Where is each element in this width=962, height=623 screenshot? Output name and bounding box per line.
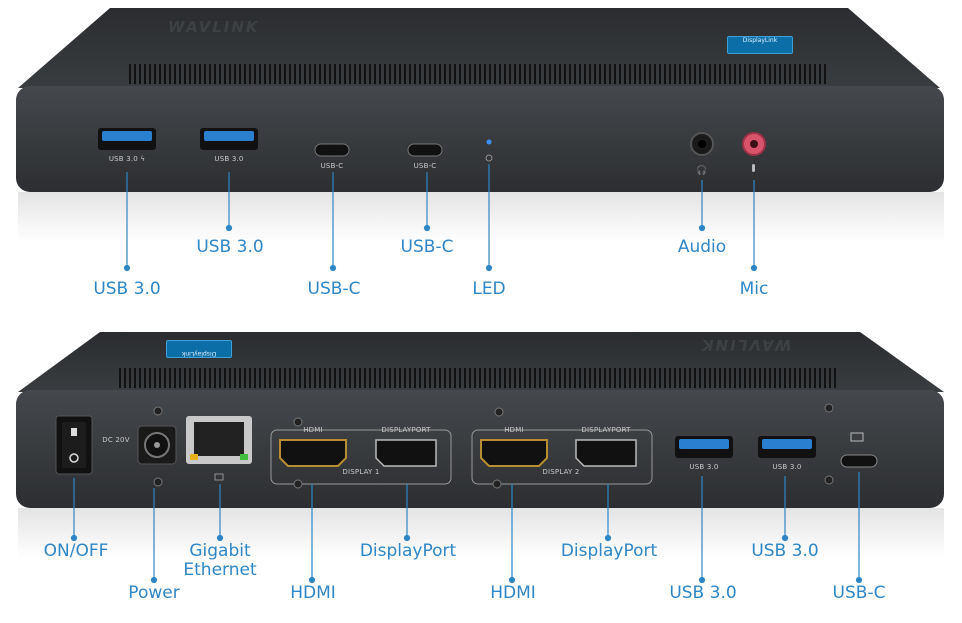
displayport-port-1[interactable] <box>375 439 437 467</box>
back-reflection <box>18 508 944 558</box>
callout-back-usb30-right: USB 3.0 <box>751 541 819 561</box>
front-led <box>486 139 492 145</box>
callout-front-usb30-right: USB 3.0 <box>196 237 264 257</box>
front-usb30-port-1[interactable] <box>98 128 156 150</box>
screw-icon <box>153 477 163 487</box>
screw-icon <box>153 406 163 416</box>
ethernet-port[interactable] <box>186 416 252 464</box>
screw-icon <box>494 407 504 417</box>
screw-icon <box>293 417 303 427</box>
headphone-icon: 🎧 <box>696 164 707 176</box>
dc-power-jack[interactable] <box>137 425 177 465</box>
front-usb30-1-text: USB 3.0 ϟ <box>108 155 146 163</box>
dp1-text: DISPLAYPORT <box>381 426 431 434</box>
callout-hdmi1: HDMI <box>290 583 336 603</box>
callout-power: Power <box>128 583 180 603</box>
power-switch[interactable] <box>55 415 93 475</box>
network-icon <box>214 473 224 481</box>
callout-dp1: DisplayPort <box>359 541 457 561</box>
back-leader-lines <box>70 472 863 584</box>
screw-icon <box>824 475 834 485</box>
back-usb30-2-text: USB 3.0 <box>772 463 802 471</box>
display1-text: DISPLAY 1 <box>342 468 380 476</box>
callout-back-usbc: USB-C <box>832 583 886 603</box>
back-usb30-port-2[interactable] <box>758 436 816 458</box>
front-usb30-port-2[interactable] <box>200 128 258 150</box>
callout-onoff: ON/OFF <box>43 541 109 561</box>
callout-front-usbc-left: USB-C <box>307 279 361 299</box>
power-symbol-icon <box>485 154 493 162</box>
back-usbc-port[interactable] <box>840 454 878 468</box>
back-vent-grille <box>119 368 836 388</box>
front-vent-grille <box>129 64 826 84</box>
callout-led: LED <box>472 279 506 299</box>
front-usbc-2-text: USB-C <box>413 162 437 170</box>
callout-ethernet-line1: Gigabit <box>189 541 251 561</box>
dp2-text: DISPLAYPORT <box>581 426 631 434</box>
callout-dp2: DisplayPort <box>560 541 658 561</box>
back-usb30-1-text: USB 3.0 <box>689 463 719 471</box>
callout-hdmi2: HDMI <box>490 583 536 603</box>
screw-icon <box>824 403 834 413</box>
hdmi2-text: HDMI <box>504 426 524 434</box>
front-reflection <box>18 192 944 242</box>
back-device-illustration <box>16 332 944 584</box>
hdmi1-text: HDMI <box>303 426 323 434</box>
back-displaylink-badge: DisplayLink <box>166 340 232 358</box>
dc-rating-text: DC 20V <box>102 436 130 444</box>
screw-icon <box>293 479 303 489</box>
callout-mic: Mic <box>739 279 769 299</box>
hdmi-port-1[interactable] <box>279 439 347 467</box>
display2-group-outline <box>471 429 653 485</box>
front-usbc-1-text: USB-C <box>320 162 344 170</box>
front-view: 🎧 WAVLINK DisplayLink USB 3.0 ϟ USB 3.0 … <box>0 0 962 310</box>
hdmi-port-2[interactable] <box>480 439 548 467</box>
laptop-icon <box>850 432 864 442</box>
callout-ethernet-line2: Ethernet <box>183 560 257 580</box>
mic-icon <box>752 164 755 172</box>
displayport-port-2[interactable] <box>575 439 637 467</box>
front-usbc-port-2[interactable] <box>407 143 443 157</box>
screw-icon <box>492 479 502 489</box>
front-audio-jack[interactable] <box>690 132 714 156</box>
front-device-illustration: 🎧 <box>16 8 944 272</box>
display1-group-outline <box>270 429 452 485</box>
front-leader-lines <box>123 164 758 272</box>
callout-front-usbc-right: USB-C <box>400 237 454 257</box>
callout-front-usb30-left: USB 3.0 <box>93 279 161 299</box>
front-mic-jack[interactable] <box>742 132 766 156</box>
back-usb30-port-1[interactable] <box>675 436 733 458</box>
front-usb30-2-text: USB 3.0 <box>214 155 244 163</box>
front-displaylink-badge: DisplayLink <box>727 36 793 54</box>
display2-text: DISPLAY 2 <box>542 468 580 476</box>
callout-back-usb30-left: USB 3.0 <box>669 583 737 603</box>
front-brand-logo: WAVLINK <box>168 18 260 36</box>
front-face <box>16 86 944 192</box>
callout-audio: Audio <box>677 237 727 257</box>
back-view: WAVLINK DisplayLink DC 20V HDMI DISPLAYP… <box>0 312 962 623</box>
front-usbc-port-1[interactable] <box>314 143 350 157</box>
back-brand-logo: WAVLINK <box>700 336 792 354</box>
